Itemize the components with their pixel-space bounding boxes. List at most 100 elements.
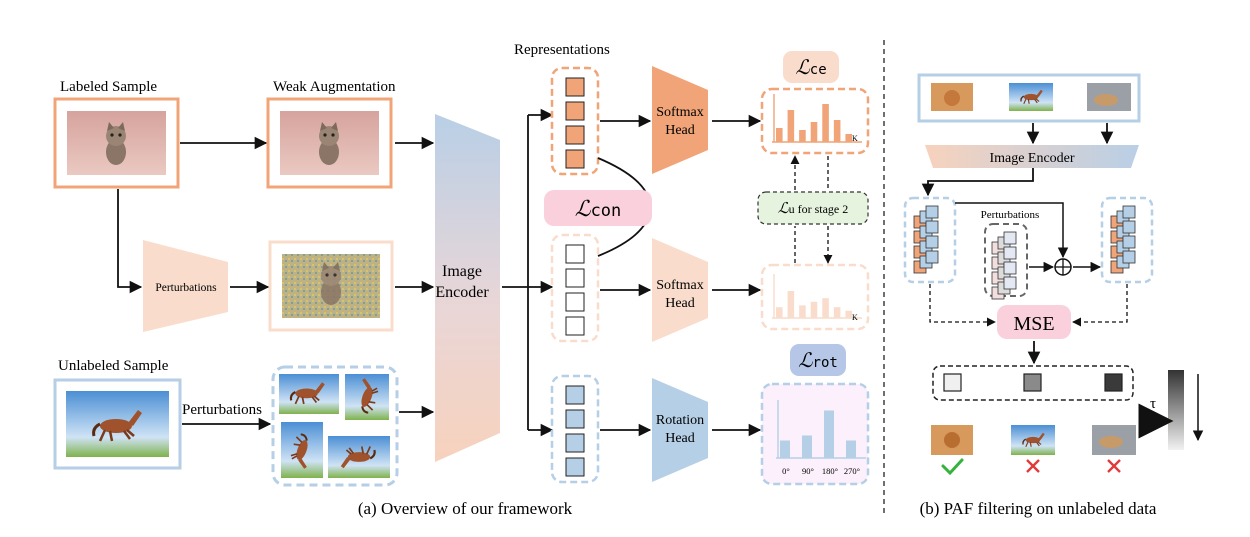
strip-horse-image: [1009, 83, 1053, 111]
softmax-head-top: [652, 66, 708, 174]
feature-stack-left-cells: [913, 205, 939, 274]
rotation-tick-label: 90°: [802, 466, 814, 476]
threshold-gradient-bar: [1168, 370, 1184, 450]
tau-label: τ: [1150, 396, 1156, 412]
feature-cell: [1122, 220, 1136, 234]
hist-bar: [824, 410, 834, 458]
result-cat-image: [931, 425, 973, 455]
hist-rot-bars: [776, 400, 866, 459]
representation-mid: [550, 233, 600, 343]
arrow-labeled-to-perturbations: [117, 189, 143, 294]
rotation-head-label-1: Rotation: [656, 413, 704, 428]
hist-bar: [810, 122, 818, 142]
feature-cell: [1122, 250, 1136, 264]
hist-mid-k: K: [852, 313, 858, 322]
softmax-head-mid: [652, 238, 708, 342]
loss-rot-box: [790, 344, 846, 376]
hist-bar: [780, 440, 790, 458]
dashed-right-to-mse: [1072, 284, 1128, 327]
feature-cell: [1003, 231, 1017, 245]
arrow-encoder-skip-to-add: [955, 202, 1069, 259]
rotation-head-label-2: Head: [665, 431, 695, 446]
score-dark: [1104, 373, 1123, 392]
perturbations-module: [143, 240, 228, 332]
rotation-ticks: 0° 90° 180° 270°: [782, 466, 860, 476]
loss-rot-label: ℒrot: [798, 350, 838, 372]
hist-bar: [845, 134, 852, 142]
hist-bar: [799, 130, 806, 142]
perturbation-stack-cells: [991, 231, 1017, 300]
hist-top-bars: [772, 94, 862, 143]
feature-cell: [925, 220, 939, 234]
rotation-head: [652, 378, 708, 482]
mse-label: MSE: [1013, 313, 1054, 335]
representation-bottom: [550, 374, 600, 484]
horse-image: [66, 391, 169, 457]
loss-con-box: [544, 190, 652, 226]
labeled-sample-label: Labeled Sample: [60, 79, 157, 95]
hist-top-k: K: [852, 134, 858, 143]
loss-u-box: [757, 191, 869, 225]
hist-bar: [802, 435, 812, 458]
arrow-encoder-to-feat-left: [921, 168, 1034, 197]
caption-b: (b) PAF filtering on unlabeled data: [920, 499, 1157, 518]
feature-cell: [1003, 246, 1017, 260]
image-encoder-label-2: Encoder: [435, 284, 489, 301]
perturbed-kitten-image: [282, 254, 380, 318]
hist-bar: [822, 104, 829, 142]
cross-icon: [1107, 459, 1121, 473]
softmax-head-top-label-1: Softmax: [656, 105, 703, 120]
hist-bar: [833, 307, 841, 318]
weak-augmentation-label: Weak Augmentation: [273, 79, 396, 95]
image-encoder-block: [435, 114, 500, 462]
hist-bar: [845, 310, 852, 318]
hist-bar: [833, 120, 841, 142]
hist-bar: [799, 305, 806, 318]
dashed-left-to-mse: [929, 284, 996, 327]
representations-label: Representations: [514, 42, 610, 58]
feature-cell: [1003, 261, 1017, 275]
image-encoder-b: [925, 145, 1139, 168]
strip-dog-image: [1087, 83, 1131, 111]
kitten-image: [67, 111, 166, 175]
caption-a: (a) Overview of our framework: [358, 499, 573, 518]
hist-bar: [776, 128, 783, 142]
perturbations-b-label: Perturbations: [981, 209, 1040, 221]
loss-u-label: ℒu for stage 2: [778, 201, 848, 217]
feature-cell: [1003, 276, 1017, 290]
feature-cell: [925, 205, 939, 219]
perturbed-horse-tiles: [279, 374, 390, 478]
image-encoder-b-label: Image Encoder: [989, 151, 1074, 166]
check-icon: [941, 458, 964, 476]
perturbations-arrow-label: Perturbations: [182, 402, 262, 418]
hist-rot-frame: [760, 382, 870, 486]
rotation-tick-label: 270°: [844, 466, 860, 476]
feature-cell: [1122, 205, 1136, 219]
result-horse-image: [1011, 425, 1055, 455]
hist-mid-bars: [772, 274, 862, 319]
strip-cat-image: [931, 83, 973, 111]
representation-top: [550, 66, 600, 176]
feature-cell: [925, 235, 939, 249]
loss-ce-box: [783, 51, 839, 83]
hist-bar: [822, 298, 829, 318]
hist-bar: [810, 301, 818, 318]
unlabeled-sample-label: Unlabeled Sample: [58, 358, 169, 374]
image-encoder-label-1: Image: [442, 263, 482, 280]
result-dog-image: [1092, 425, 1136, 455]
hist-bar: [787, 110, 795, 142]
rotation-tick-label: 180°: [822, 466, 838, 476]
hist-bar: [776, 307, 783, 318]
softmax-head-mid-label-2: Head: [665, 296, 695, 311]
feature-cell: [1122, 235, 1136, 249]
hist-bar: [846, 440, 856, 458]
mse-box: [997, 305, 1071, 339]
loss-ce-label: ℒce: [795, 57, 826, 79]
perturbations-module-label: Perturbations: [155, 282, 217, 294]
hist-bar: [787, 291, 795, 318]
hist-top-frame: [760, 87, 870, 155]
rotation-tick-label: 0°: [782, 466, 790, 476]
feature-cell: [925, 250, 939, 264]
softmax-head-top-label-2: Head: [665, 123, 695, 138]
